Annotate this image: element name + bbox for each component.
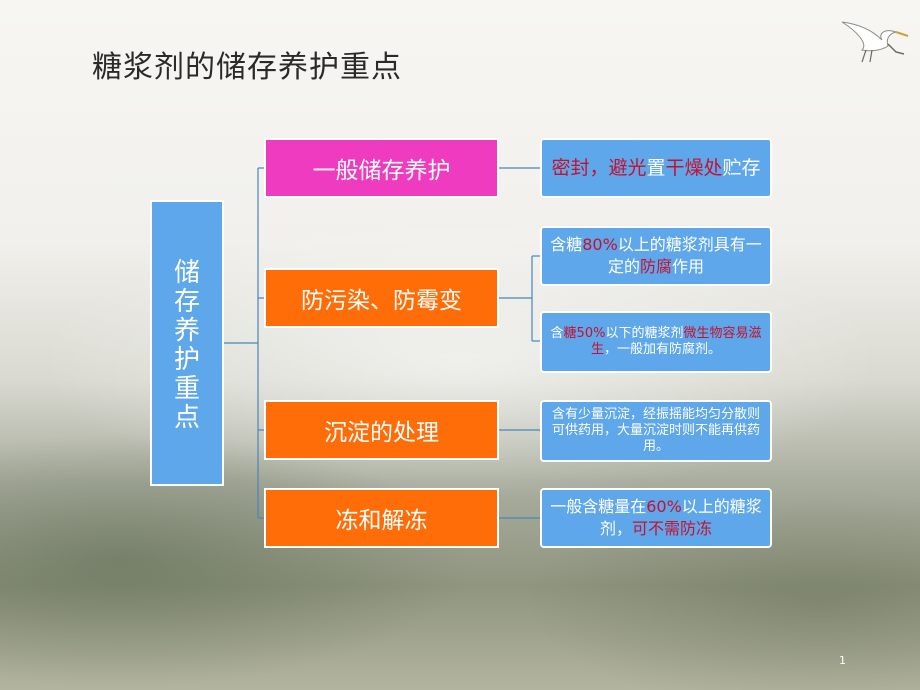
note-text-segment: 一般含糖量在 (550, 497, 647, 516)
root-char: 重 (173, 374, 200, 404)
category-contamination-mold: 防污染、防霉变 (264, 268, 499, 328)
note-text: 含糖50%以下的糖浆剂微生物容易滋生，一般加有防腐剂。 (550, 326, 762, 358)
egret-icon (841, 21, 909, 63)
root-char: 养 (173, 316, 200, 346)
category-general-storage: 一般储存养护 (264, 138, 499, 198)
root-char: 存 (173, 287, 200, 317)
note-text-segment: 贮存 (722, 157, 761, 179)
note-text-segment: 以下的糖浆剂 (605, 326, 684, 341)
note-text-highlight: 糖 (563, 326, 577, 341)
note-text: 含有少量沉淀，经振摇能均匀分散则可供药用，大量沉淀时则不能再供药用。 (551, 407, 760, 454)
note-text-highlight: 50% (576, 326, 606, 341)
note-text: 含糖80%以上的糖浆剂具有一定的防腐作用 (550, 234, 762, 278)
note-text-segment: 含 (550, 326, 564, 341)
note-sugar-50: 含糖50%以下的糖浆剂微生物容易滋生，一般加有防腐剂。 (540, 311, 772, 373)
note-antifreeze: 一般含糖量在60%以上的糖浆剂，可不需防冻 (540, 488, 772, 548)
root-node: 储 存 养 护 重 点 (150, 200, 224, 486)
category-sediment: 沉淀的处理 (264, 400, 499, 460)
note-text-highlight: 可不需防冻 (632, 519, 713, 538)
note-text-segment: 含 (550, 235, 567, 254)
note-text-highlight: 干燥处 (665, 157, 723, 179)
note-text-segment: 糖 (566, 235, 583, 254)
page-title: 糖浆剂的储存养护重点 (92, 50, 402, 85)
note-text-segment: ，一般加有防腐剂。 (604, 342, 722, 357)
note-text: 一般含糖量在60%以上的糖浆剂，可不需防冻 (550, 496, 762, 540)
root-char: 护 (173, 345, 200, 375)
note-text-segment: 作用 (672, 257, 705, 276)
note-text-segment: 以上的糖浆剂具有一定的 (607, 235, 762, 276)
note-text: 密封，避光置干燥处贮存 (551, 156, 760, 180)
root-char: 点 (173, 403, 200, 433)
note-sediment: 含有少量沉淀，经振摇能均匀分散则可供药用，大量沉淀时则不能再供药用。 (540, 400, 772, 462)
note-text-segment: 置 (646, 157, 666, 179)
note-text-highlight: 80% (582, 235, 618, 254)
note-text-highlight: 防腐 (639, 257, 672, 276)
note-sealed-storage: 密封，避光置干燥处贮存 (540, 138, 772, 198)
note-text-highlight: 避光 (608, 157, 647, 179)
page-number: 1 (839, 654, 846, 667)
root-char: 储 (173, 258, 200, 288)
category-freeze-thaw: 冻和解冻 (264, 488, 499, 548)
note-text-segment: 以上的糖浆剂， (599, 497, 762, 538)
note-text-highlight: 微生物容易滋生 (590, 326, 762, 357)
note-text-highlight: 60% (646, 497, 682, 516)
note-sugar-80: 含糖80%以上的糖浆剂具有一定的防腐作用 (540, 226, 772, 286)
note-text-highlight: 密封， (551, 157, 609, 179)
